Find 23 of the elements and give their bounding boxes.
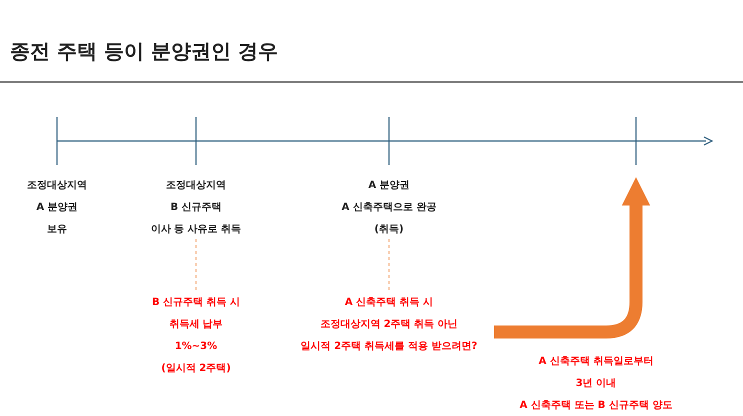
note-text: B 신규주택 취득 시 — [150, 296, 242, 310]
note-text: 조정대상지역 2주택 취득 아닌 — [319, 318, 459, 332]
note-text: (취득) — [373, 223, 405, 237]
curved-arrow — [494, 177, 650, 338]
note-text: 이사 등 사유로 취득 — [150, 223, 242, 237]
note-text: 조정대상지역 — [26, 179, 88, 193]
note-text: A 신축주택 취득 시 — [344, 296, 434, 310]
note-text: 취득세 납부 — [168, 318, 224, 332]
note-text: 보유 — [46, 223, 68, 237]
note-text: 조정대상지역 — [165, 179, 227, 193]
connector-line — [388, 239, 390, 290]
note-text: A 분양권 — [35, 201, 79, 215]
note-text: A 신축주택 취득일로부터 — [538, 355, 654, 369]
connector-line — [195, 239, 197, 290]
note-text: A 분양권 — [367, 179, 411, 193]
note-text: 3년 이내 — [574, 377, 618, 391]
note-text: A 신축주택 또는 B 신규주택 양도 — [518, 399, 674, 413]
note-text: 일시적 2주택 취득세를 적용 받으려면? — [300, 340, 478, 354]
title: 종전 주택 등이 분양권인 경우 — [10, 38, 278, 65]
note-text: A 신축주택으로 완공 — [340, 201, 438, 215]
note-text: (일시적 2주택) — [160, 362, 232, 376]
note-text: 1%~3% — [174, 340, 218, 354]
note-text: B 신규주택 — [169, 201, 223, 215]
